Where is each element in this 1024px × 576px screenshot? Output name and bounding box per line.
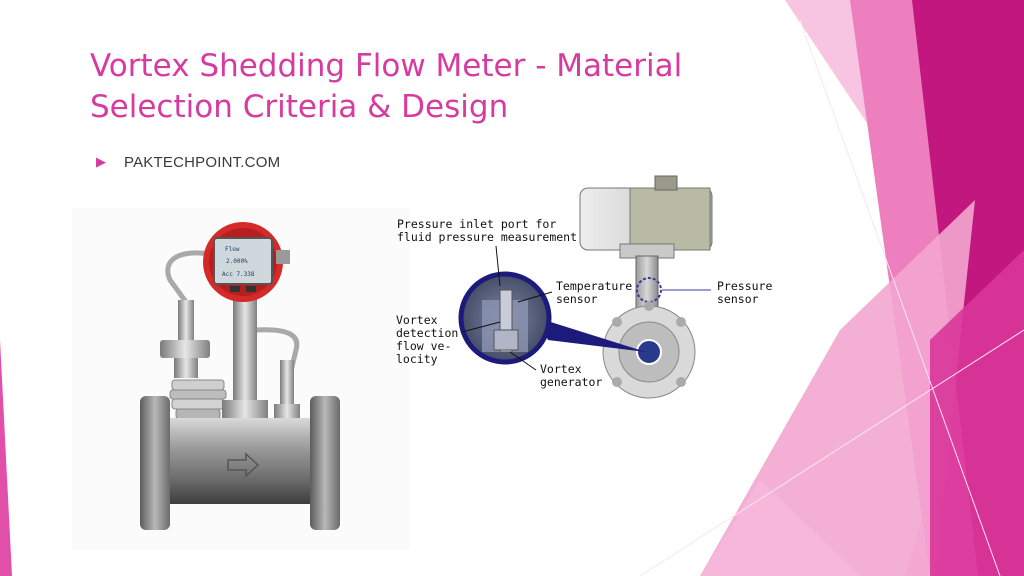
meter-display-line3: Acc 7.338 <box>222 271 255 278</box>
meter-display-line1: Flow <box>225 246 240 253</box>
label-pressure-inlet-port-line2: fluid pressure measurement <box>397 230 578 244</box>
label-temperature-sensor-line2: sensor <box>556 292 598 306</box>
bullet-item: ▶ PAKTECHPOINT.COM <box>96 154 280 171</box>
title-line-1: Vortex Shedding Flow Meter - Material <box>90 48 683 84</box>
label-temperature-sensor-line1: Temperature <box>556 279 633 293</box>
label-vortex-detection-line3: flow ve- <box>396 339 452 353</box>
label-pressure-sensor-line2: sensor <box>717 292 759 306</box>
label-vortex-generator-line1: Vortex <box>540 362 582 376</box>
label-vortex-generator-line2: generator <box>540 375 603 389</box>
label-vortex-detection-line1: Vortex <box>396 313 438 327</box>
label-vortex-detection-line4: locity <box>396 352 438 366</box>
bullet-text: PAKTECHPOINT.COM <box>124 154 281 171</box>
bullet-arrow-icon: ▶ <box>96 155 106 170</box>
label-pressure-inlet-port-line1: Pressure inlet port for <box>397 217 557 231</box>
label-pressure-sensor-line1: Pressure <box>717 279 773 293</box>
slide-title: Vortex Shedding Flow Meter - Material Se… <box>90 46 790 128</box>
label-vortex-detection-line2: detection <box>396 326 459 340</box>
title-line-2: Selection Criteria & Design <box>90 89 509 125</box>
meter-display-line2: 2.000% <box>226 258 248 265</box>
